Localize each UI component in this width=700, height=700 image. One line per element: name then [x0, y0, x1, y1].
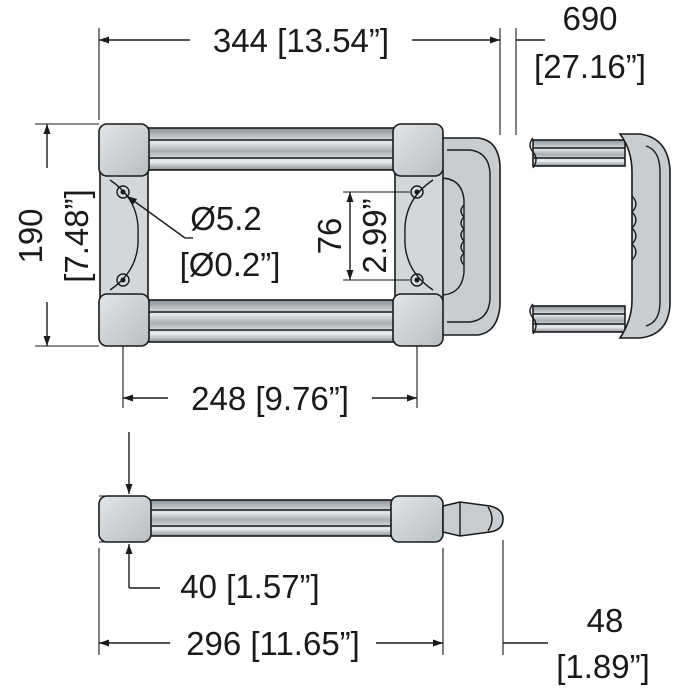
side-end-block-left: [98, 495, 152, 543]
side-profile-view: [529, 133, 671, 339]
mounting-hole-bottom-right: [410, 273, 424, 287]
dimension-hole-spacing: 76 2.99”: [311, 191, 410, 281]
dimension-handle-offset: 48 [1.89”]: [502, 540, 650, 685]
mounting-hole-top-left: [116, 185, 130, 199]
bottom-side-view: [98, 495, 504, 543]
mounting-hole-bottom-left: [116, 273, 130, 287]
label-height-in: [7.48”]: [58, 189, 95, 283]
profile-handle: [618, 133, 671, 339]
label-hole-mm: Ø5.2: [190, 200, 262, 237]
side-end-block-right: [390, 495, 444, 543]
top-view: [98, 123, 501, 347]
label-inner-width: 248 [9.76”]: [191, 380, 349, 417]
label-overall-width: 344 [13.54”]: [213, 22, 389, 59]
label-side-length: 296 [11.65”]: [186, 625, 360, 662]
label-height-mm: 190: [12, 208, 49, 263]
corner-cap-top-left: [98, 123, 150, 177]
label-thickness: 40 [1.57”]: [180, 568, 319, 605]
label-depth-in: [27.16”]: [534, 48, 646, 85]
label-hole-in: [Ø0.2”]: [180, 246, 281, 283]
dimension-inner-width: 248 [9.76”]: [122, 346, 418, 417]
label-handle-offset-mm: 48: [587, 602, 624, 639]
dimension-overall-width: 344 [13.54”]: [98, 22, 501, 135]
label-hole-spacing-mm: 76: [311, 218, 348, 255]
hole-diameter-callout: Ø5.2 [Ø0.2”]: [126, 195, 281, 283]
dimension-height: 190 [7.48”]: [12, 123, 99, 347]
bottom-rail: [147, 299, 396, 343]
corner-cap-bottom-left: [98, 293, 150, 347]
profile-rail-top: [532, 139, 626, 167]
label-hole-spacing-in: 2.99”: [356, 198, 393, 273]
profile-rail-bottom: [532, 305, 626, 333]
corner-cap-top-right: [392, 123, 444, 177]
label-depth-mm: 690: [562, 0, 617, 37]
top-rail: [147, 127, 396, 171]
side-handle-stub: [442, 501, 504, 537]
dimension-thickness: 40 [1.57”]: [99, 432, 320, 605]
dimension-depth: 690 [27.16”]: [515, 0, 646, 135]
dimension-side-length: 296 [11.65”]: [98, 548, 444, 662]
label-handle-offset-in: [1.89”]: [556, 648, 650, 685]
top-view-handle: [439, 137, 501, 336]
corner-cap-bottom-right: [392, 293, 444, 347]
side-rail: [149, 499, 393, 537]
mounting-hole-top-right: [410, 185, 424, 199]
